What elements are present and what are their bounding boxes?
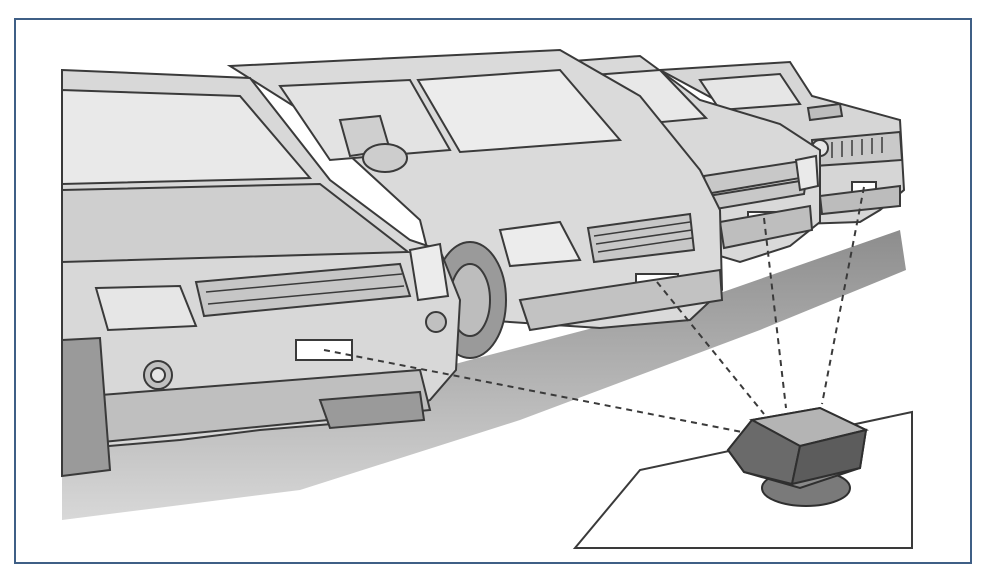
car-jeep [656, 60, 906, 226]
scan-sight-lines [323, 186, 865, 433]
plate-reader-device [726, 406, 869, 507]
car-suv-front [61, 68, 462, 478]
